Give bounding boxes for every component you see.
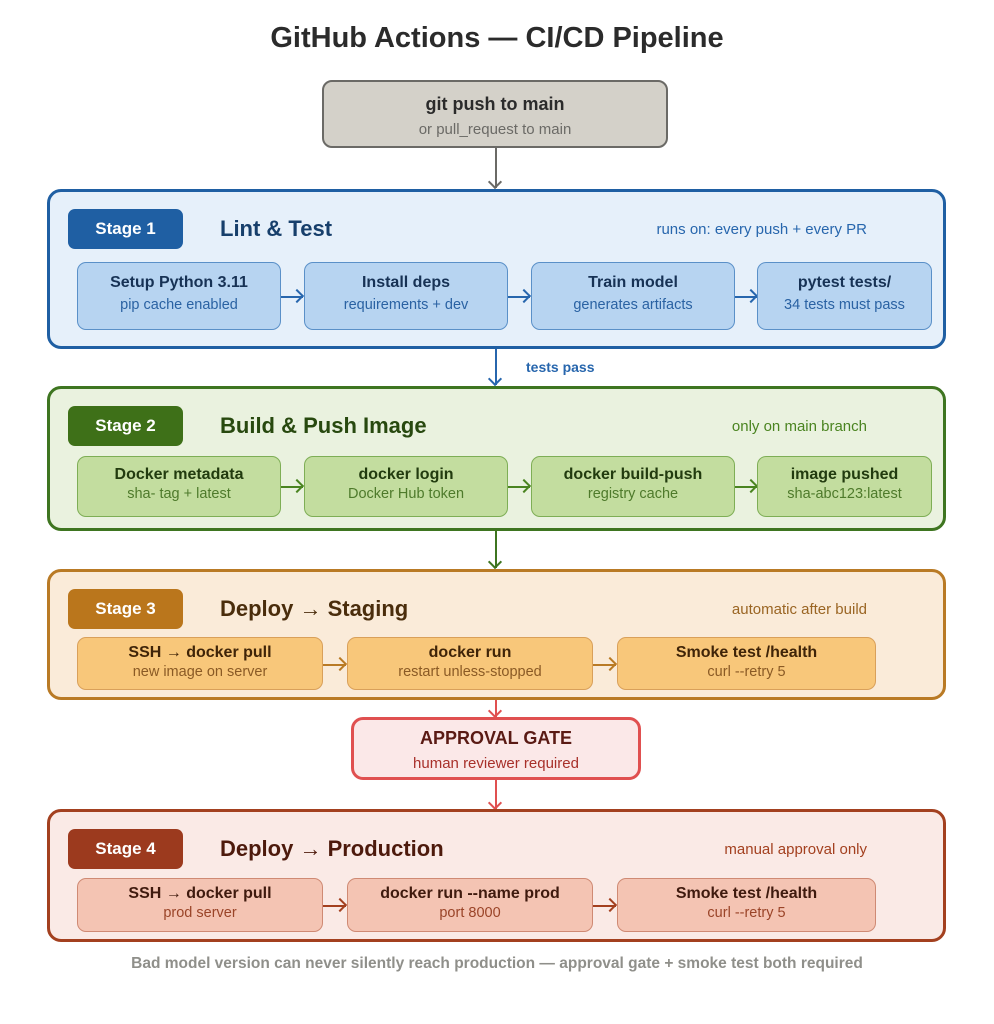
stage-badge: Stage 4: [68, 829, 183, 869]
stage-title: Build & Push Image: [220, 413, 427, 438]
step-subtitle: curl --retry 5: [707, 664, 786, 680]
stage-note: manual approval only: [724, 841, 867, 858]
step-title: SSH → docker pull: [128, 885, 272, 902]
step-subtitle: sha- tag + latest: [127, 486, 231, 502]
step-title: Setup Python 3.11: [110, 274, 248, 291]
step-subtitle: new image on server: [132, 664, 268, 680]
arrow-gate-to-stage4: [495, 780, 497, 809]
step-subtitle: requirements + dev: [343, 297, 469, 313]
step-subtitle: pip cache enabled: [120, 297, 238, 313]
step-title: image pushed: [790, 466, 899, 483]
step-docker-login: docker login Docker Hub token: [304, 456, 508, 517]
stage-note: only on main branch: [731, 418, 867, 435]
stage-badge: Stage 3: [68, 589, 183, 629]
approval-gate: APPROVAL GATE human reviewer required: [351, 717, 641, 780]
step-subtitle: prod server: [163, 905, 237, 921]
gate-title: APPROVAL GATE: [419, 728, 572, 748]
arrow-right-icon: [281, 486, 303, 488]
arrow-right-icon: [508, 296, 530, 298]
diagram-title: GitHub Actions — CI/CD Pipeline: [270, 22, 724, 54]
step-setup-python: Setup Python 3.11 pip cache enabled: [77, 262, 281, 330]
footer-note: Bad model version can never silently rea…: [131, 955, 863, 972]
arrow-right-icon: [735, 486, 757, 488]
step-docker-run-prod: docker run --name prod port 8000: [347, 878, 593, 932]
arrow-right-icon: [281, 296, 303, 298]
stage-note: runs on: every push + every PR: [656, 221, 867, 238]
gate-subtitle: human reviewer required: [413, 755, 579, 772]
stage-2-build-push: Stage 2 Build & Push Image only on main …: [47, 386, 946, 531]
step-title: Install deps: [361, 274, 451, 291]
step-pytest: pytest tests/ 34 tests must pass: [757, 262, 932, 330]
step-ssh-docker-pull: SSH → docker pull new image on server: [77, 637, 323, 690]
step-title: Docker metadata: [114, 466, 244, 483]
arrow-stage2-to-stage3: [495, 531, 497, 568]
step-title: docker run: [428, 644, 512, 661]
stage-3-deploy-staging: Stage 3 Deploy → Staging automatic after…: [47, 569, 946, 700]
step-subtitle: 34 tests must pass: [784, 297, 905, 313]
step-title: docker run --name prod: [380, 885, 560, 902]
trigger-title: git push to main: [425, 94, 565, 114]
stage-1-lint-test: Stage 1 Lint & Test runs on: every push …: [47, 189, 946, 349]
step-subtitle: curl --retry 5: [707, 905, 786, 921]
step-subtitle: registry cache: [587, 486, 679, 502]
step-ssh-docker-pull-prod: SSH → docker pull prod server: [77, 878, 323, 932]
step-title: docker build-push: [563, 466, 703, 483]
step-docker-metadata: Docker metadata sha- tag + latest: [77, 456, 281, 517]
step-title: Smoke test /health: [675, 885, 818, 902]
stage-title: Lint & Test: [220, 216, 333, 241]
step-title: Smoke test /health: [675, 644, 818, 661]
stage-4-deploy-production: Stage 4 Deploy → Production manual appro…: [47, 809, 946, 942]
arrow-right-icon: [508, 486, 530, 488]
trigger-subtitle: or pull_request to main: [418, 121, 572, 138]
step-subtitle: generates artifacts: [573, 297, 693, 313]
step-subtitle: port 8000: [439, 905, 501, 921]
step-title: Train model: [588, 274, 678, 291]
step-subtitle: sha-abc123:latest: [787, 486, 902, 502]
step-image-pushed: image pushed sha-abc123:latest: [757, 456, 932, 517]
stage-title: Deploy → Staging: [220, 596, 409, 621]
step-install-deps: Install deps requirements + dev: [304, 262, 508, 330]
trigger-node: git push to main or pull_request to main: [322, 80, 668, 148]
step-train-model: Train model generates artifacts: [531, 262, 735, 330]
stage-badge: Stage 2: [68, 406, 183, 446]
arrow-right-icon: [735, 296, 757, 298]
stage-note: automatic after build: [731, 601, 867, 618]
step-smoke-test: Smoke test /health curl --retry 5: [617, 637, 876, 690]
step-docker-build-push: docker build-push registry cache: [531, 456, 735, 517]
arrow-right-icon: [323, 905, 346, 907]
step-smoke-test-prod: Smoke test /health curl --retry 5: [617, 878, 876, 932]
arrow-stage1-to-stage2: [495, 349, 497, 385]
arrow-stage3-to-gate: [495, 700, 497, 717]
arrow-right-icon: [323, 664, 346, 666]
arrow-right-icon: [593, 664, 616, 666]
stage-title: Deploy → Production: [220, 836, 444, 861]
step-title: docker login: [358, 466, 454, 483]
step-title: pytest tests/: [797, 274, 892, 291]
arrow-right-icon: [593, 905, 616, 907]
arrow-trigger-to-stage1: [495, 148, 497, 188]
step-docker-run: docker run restart unless-stopped: [347, 637, 593, 690]
step-subtitle: Docker Hub token: [347, 486, 465, 502]
stage-badge: Stage 1: [68, 209, 183, 249]
step-title: SSH → docker pull: [128, 644, 272, 661]
step-subtitle: restart unless-stopped: [398, 664, 542, 680]
edge-label-tests-pass: tests pass: [526, 359, 595, 375]
